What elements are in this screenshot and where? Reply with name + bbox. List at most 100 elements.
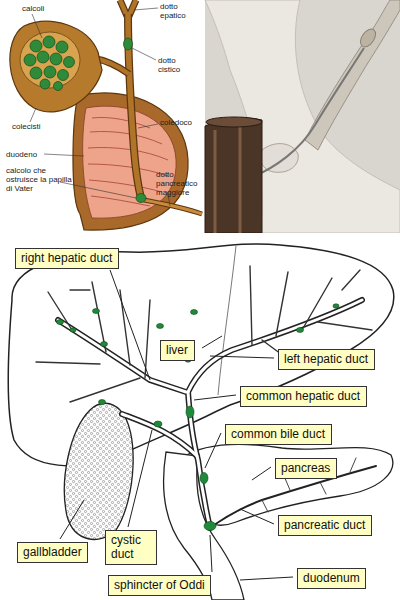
leader-line bbox=[252, 467, 271, 480]
mucosal-fold bbox=[92, 117, 150, 128]
papilla bbox=[261, 144, 299, 173]
pancreatic-duct bbox=[262, 458, 356, 512]
leader-line bbox=[202, 336, 222, 348]
pancreatic-duct bbox=[350, 458, 356, 472]
gallstone bbox=[333, 304, 339, 308]
hepatic-duct bbox=[120, 0, 136, 16]
leader-line bbox=[110, 270, 150, 380]
label-text: duodenum bbox=[303, 571, 360, 585]
leader-line bbox=[205, 433, 221, 468]
gallstone bbox=[57, 320, 64, 325]
gallstone bbox=[70, 328, 76, 332]
leader-line bbox=[240, 509, 274, 524]
bile-duct bbox=[70, 289, 90, 290]
gallstone bbox=[37, 51, 49, 63]
gallstone bbox=[101, 342, 108, 347]
liver-outline bbox=[8, 244, 394, 466]
bile-duct bbox=[70, 378, 140, 402]
anatomy-label: dotto epatico bbox=[160, 2, 194, 20]
gallstone bbox=[93, 309, 100, 314]
gallstone bbox=[157, 324, 164, 329]
falciform-ligament bbox=[218, 246, 236, 395]
anatomy-label: duodeno bbox=[6, 150, 46, 159]
biliary-tree-diagram bbox=[0, 233, 400, 600]
bile-duct bbox=[276, 272, 288, 336]
label-text: cystic duct bbox=[111, 533, 151, 562]
bile-duct bbox=[48, 292, 72, 330]
label-text: sphincter of Oddi bbox=[114, 578, 205, 592]
stone bbox=[357, 26, 378, 49]
gallstone bbox=[204, 522, 216, 531]
mucosal-fold bbox=[88, 148, 168, 161]
pancreatic-duct bbox=[262, 500, 268, 512]
bile-duct bbox=[122, 414, 197, 456]
gallstone bbox=[99, 400, 106, 405]
endoscope-tip bbox=[206, 117, 262, 127]
anatomy-label: colecisti bbox=[12, 122, 60, 131]
gallstone bbox=[24, 54, 36, 66]
label-box: common bile duct bbox=[225, 424, 332, 445]
bile-duct bbox=[36, 362, 100, 364]
bile-duct bbox=[36, 266, 376, 528]
gallstone bbox=[54, 82, 63, 91]
label-text: common bile duct bbox=[231, 427, 326, 441]
label-box: pancreatic duct bbox=[278, 515, 372, 536]
gallbladder-opening bbox=[20, 32, 80, 88]
bile-duct bbox=[342, 270, 360, 290]
bile-duct bbox=[58, 300, 362, 528]
bile-duct bbox=[122, 414, 197, 456]
label-box: right hepatic duct bbox=[15, 248, 119, 269]
leader-line bbox=[240, 577, 293, 580]
label-text: common hepatic duct bbox=[246, 389, 361, 403]
leader-line bbox=[134, 8, 158, 10]
pancreatic-duct bbox=[144, 200, 202, 214]
leader-line bbox=[194, 395, 236, 400]
pancreatic-duct bbox=[144, 200, 202, 214]
bile-duct bbox=[250, 266, 252, 345]
leader-line bbox=[32, 14, 42, 38]
label-box: common hepatic duct bbox=[240, 386, 367, 407]
gallstone bbox=[136, 194, 146, 203]
bile-duct bbox=[58, 300, 362, 528]
pancreas-outline bbox=[182, 444, 393, 525]
gallstone bbox=[64, 57, 75, 68]
gallstone bbox=[57, 304, 340, 531]
label-box: gallbladder bbox=[17, 542, 88, 563]
label-box: liver bbox=[160, 340, 195, 361]
label-text: right hepatic duct bbox=[21, 251, 113, 265]
anatomy-label: coledoco bbox=[160, 118, 202, 127]
leader-line bbox=[60, 182, 136, 198]
gallstone bbox=[56, 41, 68, 53]
anatomy-label: calcoli bbox=[22, 4, 62, 13]
duodenal-wall bbox=[205, 0, 400, 233]
anatomy-label: calcolo che ostruisce la papilla di Vate… bbox=[6, 166, 78, 194]
pancreatic-duct bbox=[320, 482, 326, 494]
catheter bbox=[250, 48, 364, 178]
leader-line bbox=[128, 430, 152, 527]
panel-ground bbox=[205, 0, 400, 233]
leader-line bbox=[210, 535, 212, 572]
gallstone bbox=[191, 310, 198, 315]
panel-ground bbox=[0, 0, 205, 233]
endoscope-highlight bbox=[239, 124, 242, 233]
bile-duct bbox=[302, 278, 332, 330]
gallstone bbox=[50, 53, 62, 65]
gallstone bbox=[58, 70, 69, 81]
bile-duct bbox=[318, 322, 372, 330]
biliary-illustration bbox=[0, 0, 205, 233]
label-box: cystic duct bbox=[105, 530, 157, 565]
mucosal-fold bbox=[90, 132, 162, 145]
gallstone bbox=[297, 328, 304, 333]
label-box: duodenum bbox=[297, 568, 366, 589]
label-box: left hepatic duct bbox=[278, 349, 375, 370]
label-text: gallbladder bbox=[23, 545, 82, 559]
label-box: sphincter of Oddi bbox=[108, 575, 211, 596]
label-text: liver bbox=[166, 343, 189, 357]
endoscopy-illustration bbox=[205, 0, 400, 233]
leader-line bbox=[210, 356, 274, 358]
gallstone bbox=[30, 67, 42, 79]
bile-duct bbox=[36, 266, 372, 402]
leader-line bbox=[30, 108, 36, 122]
